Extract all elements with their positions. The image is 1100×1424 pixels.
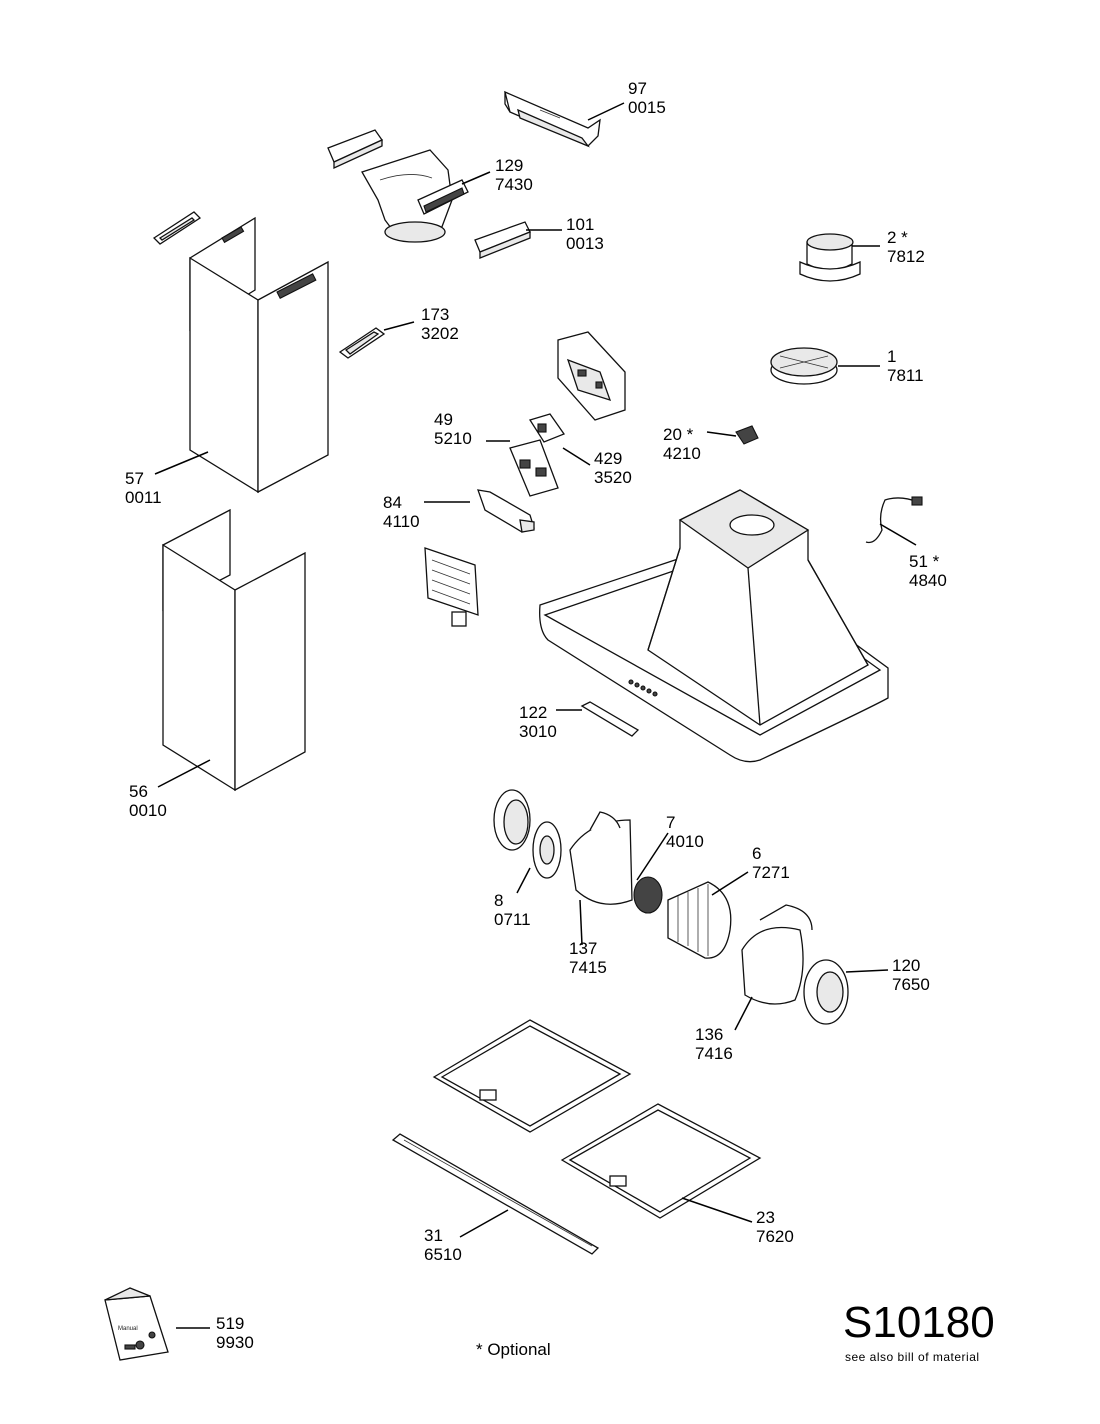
part-drawing-97-bracket [504, 90, 601, 148]
part-drawing-173-gasket [338, 327, 386, 359]
document-id: S10180 [843, 1298, 995, 1347]
part-drawing-519-accessory-bag: Manual [104, 1287, 169, 1361]
part-drawing-23-grease-filters [432, 1019, 762, 1219]
part-drawing-gasket-small [152, 211, 202, 245]
part-drawing-1-carbon-filter [770, 347, 838, 385]
part-label-20: 20 *4210 [663, 425, 701, 463]
part-drawing-31-strip [391, 1133, 600, 1255]
part-drawing-51-cable [865, 496, 923, 544]
leader-lines [154, 102, 917, 1329]
part-drawing-20-connector [735, 425, 759, 445]
part-label-2: 2 *7812 [887, 228, 925, 266]
optional-legend: * Optional [476, 1340, 551, 1359]
part-drawing-hood-body [539, 489, 889, 763]
part-drawing-429-board [528, 413, 566, 443]
part-drawing-122-switch [580, 701, 640, 737]
part-drawing-101-duct [474, 221, 531, 259]
part-drawing-84-bracket [477, 489, 535, 533]
part-drawing-2-collar [799, 233, 861, 282]
document-note: see also bill of material [845, 1350, 980, 1364]
part-drawing-49-pcb [509, 439, 559, 497]
part-drawing-fan-assembly [493, 789, 849, 1025]
bag-label: Manual [118, 1326, 138, 1332]
part-drawing-grille [424, 547, 479, 627]
part-drawing-control-box [557, 331, 626, 421]
part-label-51: 51 *4840 [909, 552, 947, 590]
part-drawing-129-outlet [327, 129, 469, 243]
part-drawing-57-chimney-upper [189, 216, 329, 494]
part-drawing-56-chimney-lower [162, 508, 306, 792]
